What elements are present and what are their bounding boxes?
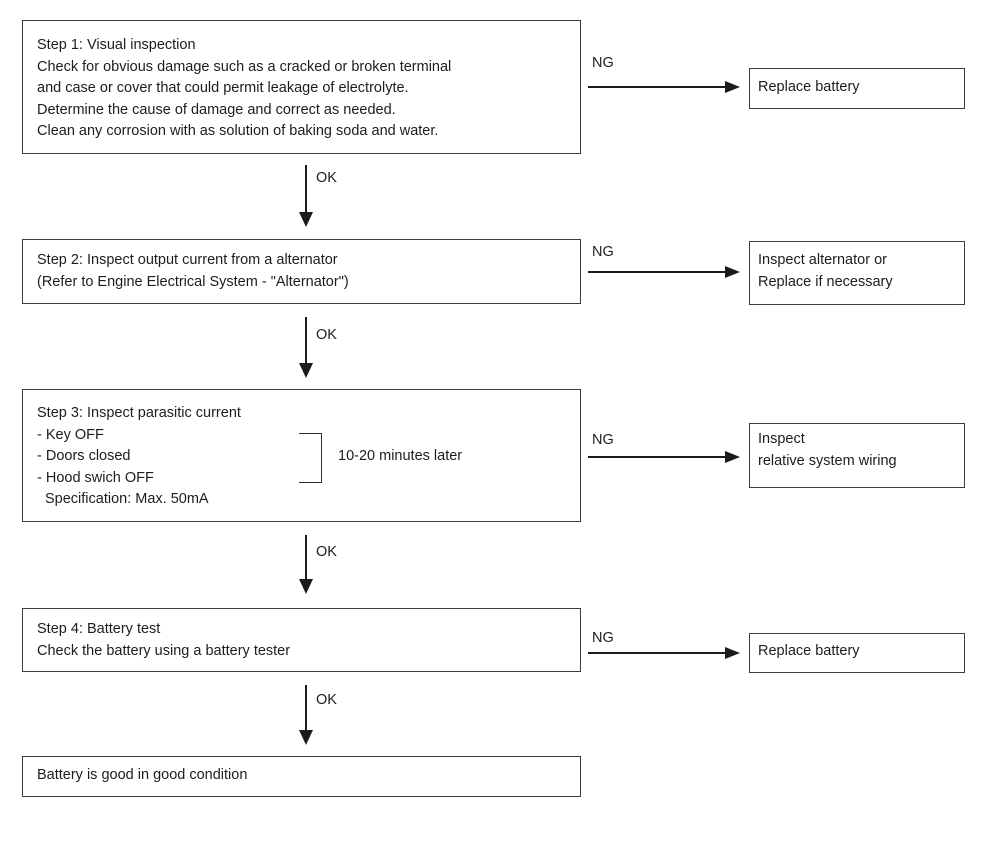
outcome-1-text: Replace battery (758, 79, 860, 95)
step-2-text-line: (Refer to Engine Electrical System - "Al… (37, 273, 349, 290)
outcome-3-box: Inspect relative system wiring (749, 423, 965, 488)
outcome-2-box: Inspect alternator or Replace if necessa… (749, 241, 965, 305)
ng-label-step1: NG (592, 55, 614, 71)
step-1-text-line: Clean any corrosion with as solution of … (37, 123, 439, 139)
grouping-bracket (299, 433, 322, 483)
ok-arrow-line-1 (305, 165, 307, 213)
step-4-box: Step 4: Battery test Check the battery u… (22, 608, 581, 672)
ok-arrow-line-2 (305, 317, 307, 364)
step-3-title: Step 3: Inspect parasitic current (37, 405, 241, 421)
step-2-title: Step 2: Inspect output current from a al… (37, 252, 338, 268)
ng-arrow-line-step3 (588, 456, 725, 458)
ng-arrow-line-step4 (588, 652, 725, 654)
ok-arrow-line-3 (305, 535, 307, 580)
step-2-box: Step 2: Inspect output current from a al… (22, 239, 581, 304)
outcome-3-text: relative system wiring (758, 452, 897, 469)
ok-arrowhead-3 (299, 579, 313, 594)
step-3-condition: - Hood swich OFF (37, 469, 154, 486)
outcome-2-text: Replace if necessary (758, 273, 893, 290)
outcome-3-text: Inspect (758, 431, 805, 447)
ng-label-step2: NG (592, 244, 614, 260)
ok-label-3: OK (316, 544, 337, 560)
outcome-4-box: Replace battery (749, 633, 965, 673)
ng-label-step4: NG (592, 630, 614, 646)
step-3-condition: - Doors closed (37, 448, 131, 464)
outcome-2-text: Inspect alternator or (758, 252, 887, 268)
step-3-box: Step 3: Inspect parasitic current - Key … (22, 389, 581, 522)
ng-arrowhead-step4 (725, 647, 740, 659)
step-1-text-line: Determine the cause of damage and correc… (37, 101, 396, 118)
step-4-title: Step 4: Battery test (37, 621, 161, 637)
step-1-title: Step 1: Visual inspection (37, 37, 196, 53)
ok-arrowhead-1 (299, 212, 313, 227)
ok-arrow-line-4 (305, 685, 307, 731)
ng-arrowhead-step1 (725, 81, 740, 93)
ng-arrow-line-step1 (588, 86, 725, 88)
step-1-box: Step 1: Visual inspection Check for obvi… (22, 20, 581, 154)
outcome-1-box: Replace battery (749, 68, 965, 109)
ok-arrowhead-2 (299, 363, 313, 378)
step-3-specification: Specification: Max. 50mA (45, 491, 209, 507)
ok-label-4: OK (316, 692, 337, 708)
ng-arrow-line-step2 (588, 271, 725, 273)
bracket-note: 10-20 minutes later (338, 448, 463, 464)
step-3-condition: - Key OFF (37, 426, 104, 443)
ok-arrowhead-4 (299, 730, 313, 745)
ng-label-step3: NG (592, 432, 614, 448)
ng-arrowhead-step2 (725, 266, 740, 278)
ok-label-1: OK (316, 170, 337, 186)
outcome-4-text: Replace battery (758, 643, 860, 659)
final-result-text: Battery is good in good condition (37, 767, 248, 783)
step-1-text-line: Check for obvious damage such as a crack… (37, 58, 452, 75)
ok-label-2: OK (316, 327, 337, 343)
step-1-text-line: and case or cover that could permit leak… (37, 80, 409, 96)
final-result-box: Battery is good in good condition (22, 756, 581, 797)
ng-arrowhead-step3 (725, 451, 740, 463)
step-4-text-line: Check the battery using a battery tester (37, 642, 291, 659)
